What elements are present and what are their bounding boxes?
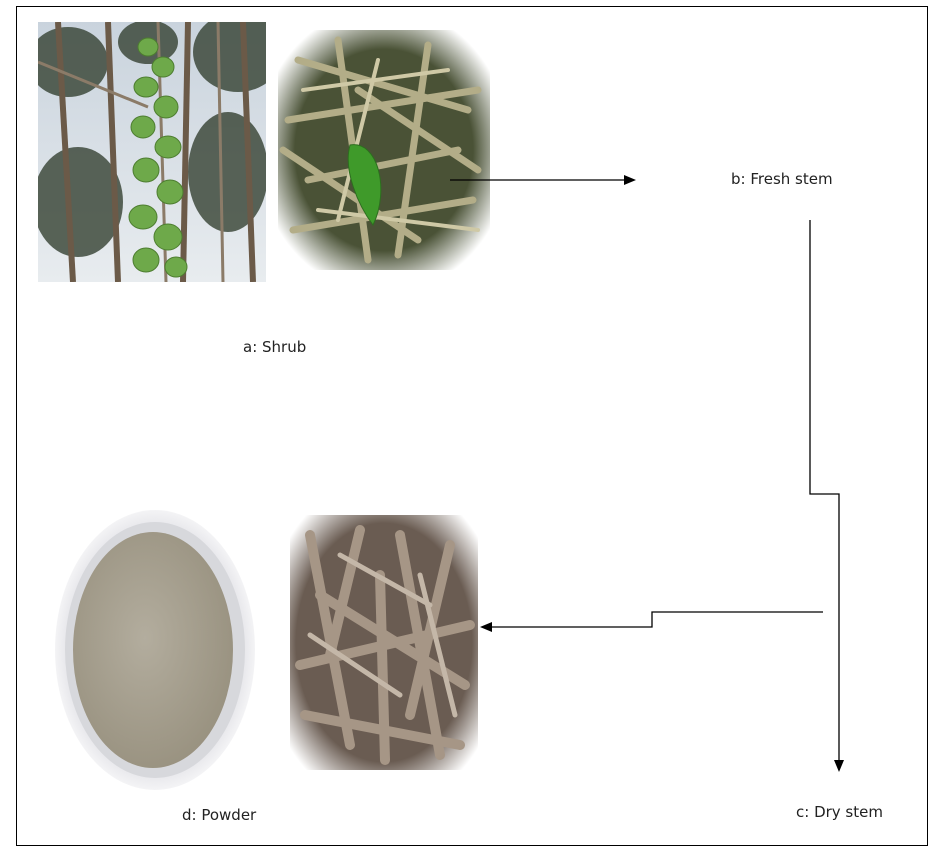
arrow-head-to-fresh-stem <box>624 175 636 185</box>
label-dry-stem: c: Dry stem <box>796 803 883 821</box>
label-powder: d: Powder <box>182 806 256 824</box>
label-fresh-stem: b: Fresh stem <box>731 170 833 188</box>
label-shrub: a: Shrub <box>243 338 306 356</box>
arrow-head-to-dry-stem-label <box>834 760 844 772</box>
arrow-head-to-dry-stem-photo <box>480 622 492 632</box>
